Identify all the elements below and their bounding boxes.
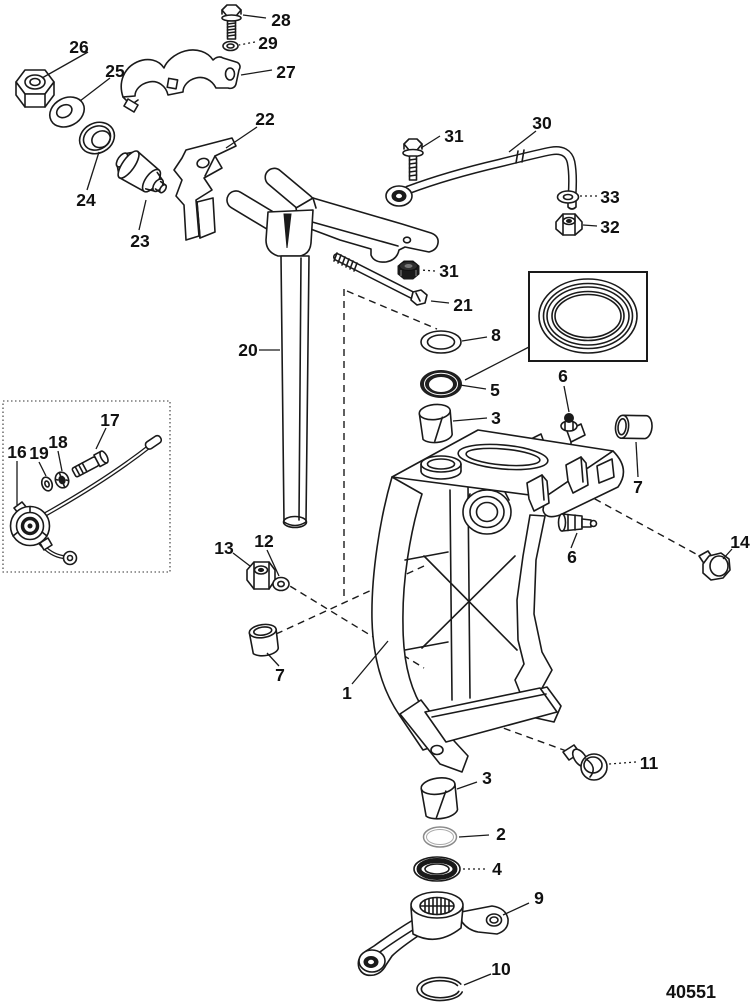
callout-7b: 7: [275, 665, 285, 685]
callout-4: 4: [492, 859, 502, 879]
part-22-plate: [173, 137, 237, 241]
part-6a-grease-fitting: [560, 413, 578, 432]
part-9-steering-lever: [357, 891, 509, 977]
callout-30: 30: [532, 113, 552, 133]
part-33-washer: [556, 190, 580, 204]
callout-31b: 31: [439, 261, 459, 281]
callout-6a: 6: [558, 366, 568, 386]
callout-33: 33: [600, 187, 620, 207]
callout-5: 5: [490, 380, 500, 400]
callout-31a: 31: [444, 126, 464, 146]
part-18-star-washer: [54, 471, 70, 489]
part-14-bolt: [698, 550, 731, 581]
part-20-steering-arm: [226, 167, 439, 529]
callout-3b: 3: [482, 768, 492, 788]
callout-2: 2: [496, 824, 506, 844]
part-29-washer: [222, 40, 239, 52]
callout-1: 1: [342, 683, 352, 703]
callout-13: 13: [214, 538, 234, 558]
part-11-screw: [562, 744, 608, 781]
seal-detail-inset: [464, 271, 648, 381]
part-4-seal: [413, 856, 461, 882]
part-25-flat-washer: [49, 96, 85, 128]
callout-23: 23: [130, 231, 150, 251]
part-16-ground-plate: [9, 501, 53, 551]
callout-27: 27: [276, 62, 295, 82]
callout-10: 10: [491, 959, 511, 979]
part-7b-bushing: [248, 623, 280, 657]
callout-17: 17: [100, 410, 119, 430]
part-13-nut: [246, 561, 276, 590]
callout-8: 8: [491, 325, 501, 345]
callout-28: 28: [271, 10, 291, 30]
callout-22: 22: [255, 109, 275, 129]
part-12-washer: [272, 576, 290, 592]
part-10-snap-ring: [416, 976, 463, 1002]
part-7a-bushing: [614, 414, 653, 440]
callout-32: 32: [600, 217, 620, 237]
callout-6b: 6: [567, 547, 577, 567]
part-6b-grease-fitting: [557, 513, 598, 532]
part-2-oring: [422, 826, 458, 848]
callout-29: 29: [258, 33, 278, 53]
callout-11: 11: [640, 753, 659, 773]
part-28-bolt: [221, 4, 242, 40]
part-17-screw: [71, 450, 109, 478]
callout-19: 19: [29, 443, 49, 463]
part-31b-nut: [397, 260, 420, 280]
part-32-nut: [555, 213, 583, 236]
part-30-link-rod: [385, 146, 578, 210]
callout-21: 21: [453, 295, 473, 315]
part-3b-bushing: [420, 777, 459, 820]
callout-25: 25: [105, 61, 125, 81]
callout-12: 12: [254, 531, 274, 551]
part-5-oring: [420, 370, 463, 398]
callout-14: 14: [730, 532, 750, 552]
callout-26: 26: [69, 37, 89, 57]
part-23-mount-bushing: [115, 150, 168, 194]
ground-wire-inset: [2, 400, 171, 573]
drawing-number: 40551: [666, 982, 716, 1002]
callout-24: 24: [76, 190, 96, 210]
callout-labels: 26 25 24 23 28 29 27 22 31 30 33 32 31 2…: [7, 10, 750, 979]
part-8-washer: [420, 330, 462, 354]
part-27-clamp: [120, 49, 241, 113]
part-21-bolt: [333, 252, 428, 306]
callout-7a: 7: [633, 477, 643, 497]
part-24-ring-washer: [78, 121, 116, 155]
callout-9: 9: [534, 888, 544, 908]
part-19-washer: [40, 476, 54, 492]
leader-lines: [16, 14, 733, 986]
callout-20: 20: [238, 340, 258, 360]
part-31a-bolt: [402, 138, 424, 181]
part-3a-bushing: [418, 403, 453, 444]
callout-18: 18: [48, 432, 68, 452]
part-26-hex-locknut: [15, 69, 55, 108]
part-1-swivel-bracket: [371, 423, 625, 773]
callout-3a: 3: [491, 408, 501, 428]
callout-16: 16: [7, 442, 27, 462]
